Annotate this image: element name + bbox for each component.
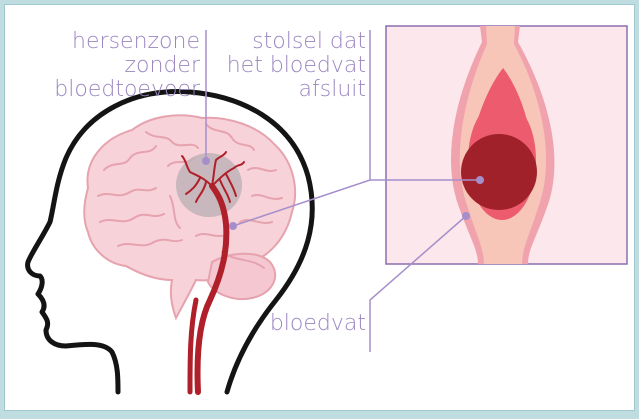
label-brain-zone-line2: zonder [125,53,201,78]
label-brain-zone: hersenzone zonder bloedtoevoer [54,29,201,102]
label-brain-zone-line1: hersenzone [72,29,200,54]
label-vessel: bloedvat [270,311,366,336]
vessel-inset [386,26,627,264]
label-brain-zone-line3: bloedtoevoer [54,77,201,102]
dot-artery [229,222,237,230]
clot-circle [461,134,537,210]
dot-vessel [462,212,470,220]
label-clot-line3: afsluit [299,77,366,102]
dot-brain-zone [202,157,210,165]
label-clot: stolsel dat het bloedvat afsluit [227,29,366,102]
dot-clot [476,176,484,184]
brain [84,115,295,318]
label-clot-line2: het bloedvat [227,53,366,78]
label-clot-line1: stolsel dat [252,29,366,54]
